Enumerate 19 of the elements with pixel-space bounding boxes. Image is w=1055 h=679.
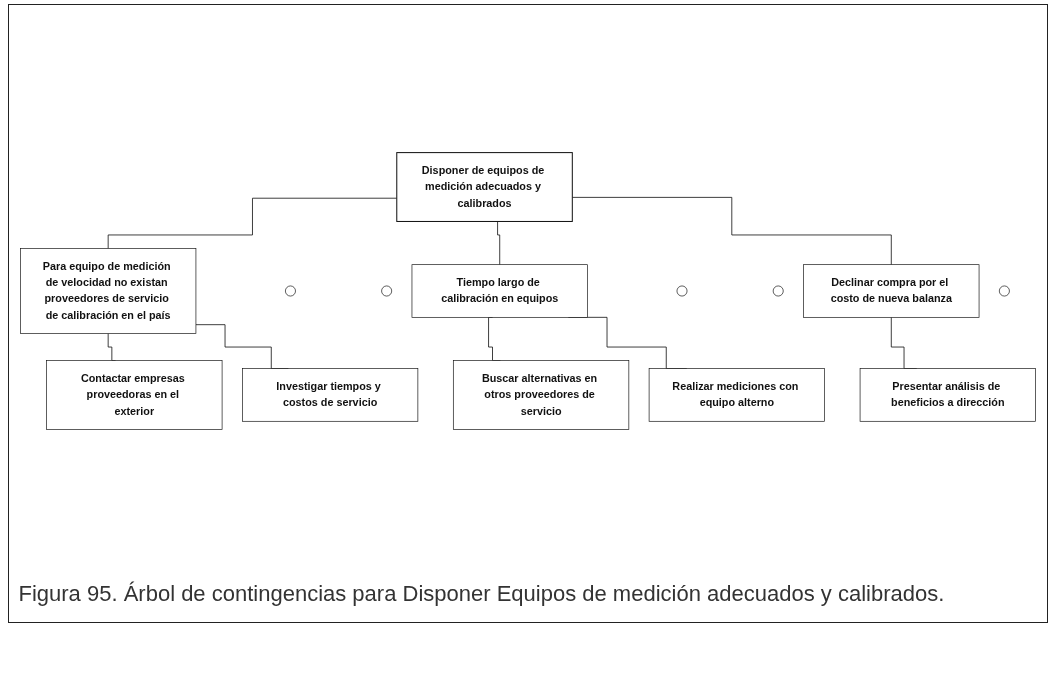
node-circle (998, 285, 1010, 297)
node-box: Presentar análisis de beneficios a dirección (859, 368, 1036, 422)
node-circle (284, 285, 296, 297)
node-box: Investigar tiempos y costos de servicio (241, 368, 418, 422)
node-box: Buscar alternativas en otros proveedores de servicio (452, 360, 629, 430)
figure-caption: Figura 95. Árbol de contingencias para Disponer Equipos de medición adecuados y calibrados. (18, 580, 946, 608)
node-box: Contactar empresas proveedoras en el exterior (45, 360, 222, 430)
node-circle (380, 285, 392, 297)
node-box: Para equipo de medición de velocidad no existan proveedores de servicio de calibración en el país (19, 248, 196, 334)
node-box: Disponer de equipos de medición adecuados y calibrados (395, 152, 573, 222)
connector (107, 197, 397, 249)
node-box: Declinar compra por el costo de nueva balanza (802, 264, 979, 318)
node-box: Tiempo largo de calibración en equipos (411, 264, 588, 318)
connector (107, 333, 116, 361)
node-circle (772, 285, 784, 297)
node-circle (676, 285, 687, 297)
node-box: Realizar mediciones con equipo alterno (648, 368, 825, 422)
connector (571, 196, 892, 266)
connector (494, 221, 500, 266)
